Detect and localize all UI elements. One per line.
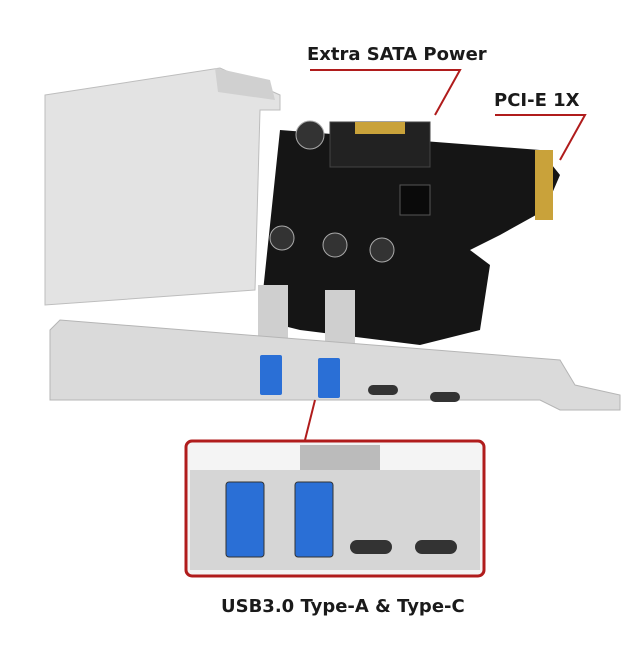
usb-c-port <box>430 392 460 402</box>
usb-c-port <box>368 385 398 395</box>
usb-a-port-detail <box>294 481 334 558</box>
usb-c-port-detail <box>350 540 392 554</box>
capacitor <box>322 232 348 258</box>
capacitor <box>295 120 325 150</box>
full-height-bracket <box>49 319 621 411</box>
pcie-callout-line <box>495 114 587 161</box>
usb-a-port <box>318 358 340 398</box>
capacitor <box>269 225 295 251</box>
usb-c-port-detail <box>415 540 457 554</box>
ports-callout-line <box>304 399 316 441</box>
port-detail-inset <box>184 439 486 578</box>
usb-a-port-detail <box>225 481 265 558</box>
pcb-board <box>258 120 560 345</box>
pcie-gold-fingers <box>535 150 553 220</box>
ports-label: USB3.0 Type-A & Type-C <box>221 596 465 617</box>
low-profile-bracket <box>44 67 281 306</box>
sata-callout-line <box>310 69 462 116</box>
usb-a-port <box>260 355 282 395</box>
sata-power-label: Extra SATA Power <box>307 44 487 65</box>
pcie-label: PCI-E 1X <box>494 90 580 111</box>
capacitor <box>369 237 395 263</box>
controller-chip <box>399 184 431 216</box>
